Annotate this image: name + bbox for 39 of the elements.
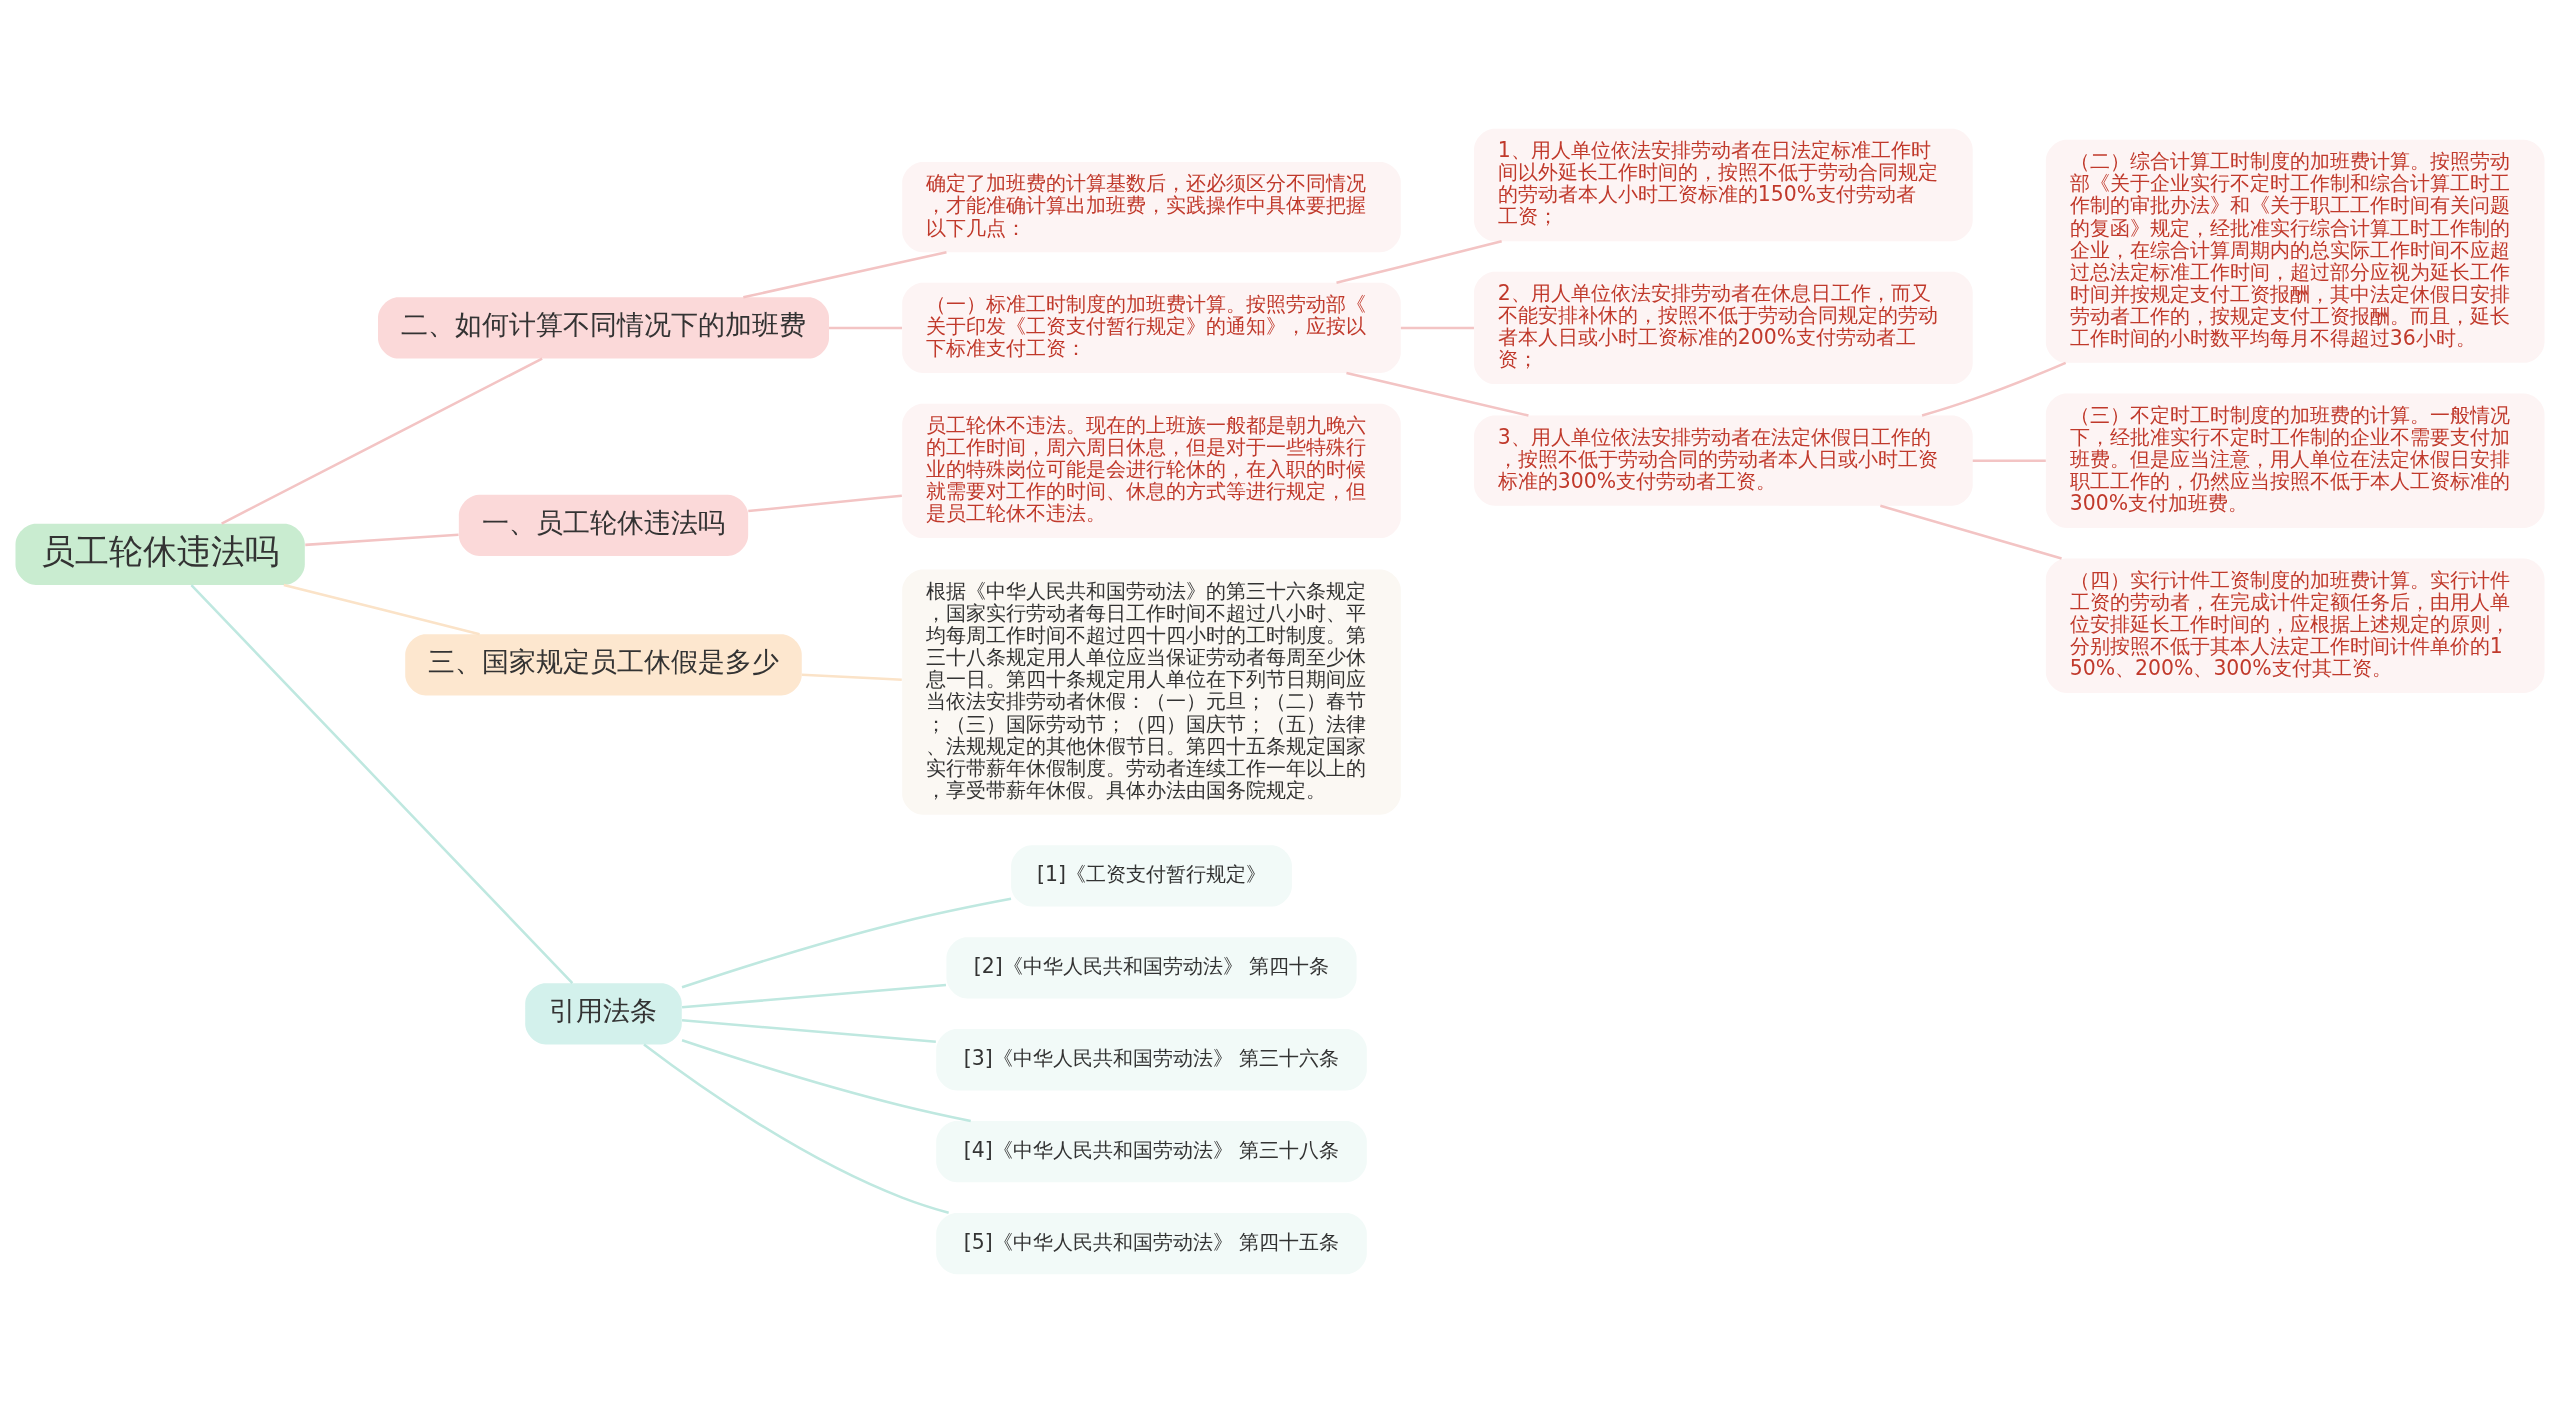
node-box: [2]《中华人民共和国劳动法》 第四十条 — [946, 936, 1357, 998]
connector — [1880, 504, 2062, 560]
connector — [1972, 458, 2046, 462]
connector — [1336, 239, 1502, 284]
node-box: 2、用人单位依法安排劳动者在休息日工作，而又不能安排补休的，按照不低于劳动合同规定的劳动者本人日或小时工资标准的200%支付劳动者工资； — [1474, 271, 1973, 384]
connector — [190, 583, 574, 984]
node-box: 1、用人单位依法安排劳动者在日法定标准工作时间以外延长工作时间的，按照不低于劳动合同规定的劳动者本人小时工资标准的150%支付劳动者工资； — [1474, 128, 1973, 241]
connector — [743, 250, 947, 299]
connector — [305, 533, 459, 546]
node-box: 二、如何计算不同情况下的加班费 — [378, 296, 829, 359]
node-box: （二）综合计算工时制度的加班费计算。按照劳动部《关于企业实行不定时工作制和综合计算工时工作制的审批办法》和《关于职工工作时间有关问题的复函》规定，经批准实行综合计算工时工作制的企业，在综合计算周期内的总实际工作时间不应超过总法定标准工作时间，超过部分应视为延长工作时间并按规定支付工资报酬，其中法定休假日安排劳动者工作的，按规定支付工资报酬。而且，延长工作时间的小时数平均每月不得超过36小时。 — [2045, 139, 2545, 363]
connector — [1346, 371, 1529, 417]
node-box: 三、国家规定员工休假是多少 — [405, 633, 802, 696]
node-box: 员工轮休违法吗 — [15, 523, 305, 585]
connector — [681, 983, 947, 1009]
connector — [1400, 326, 1474, 329]
node-box: 确定了加班费的计算基数后，还必须区分不同情况，才能准确计算出加班费，实践操作中具体要把握以下几点： — [902, 161, 1401, 252]
node-box: （三）不定时工时制度的加班费的计算。一般情况下，经批准实行不定时工作制的企业不需要支付加班费。但是应当注意，用人单位在法定休假日安排职工工作的，仍然应当按照不低于本人工资标准的300%支付加班费。 — [2045, 392, 2545, 528]
node-box: 一、员工轮休违法吗 — [458, 494, 749, 556]
connector — [1921, 361, 2067, 417]
node-box: [5]《中华人民共和国劳动法》 第四十五条 — [936, 1212, 1367, 1274]
node-box: 员工轮休不违法。现在的上班族一般都是朝九晚六的工作时间，周六周日休息，但是对于一些特殊行业的特殊岗位可能是会进行轮休的，在入职的时候就需要对工作的时间、休息的方式等进行规定，但是员工轮休不违法。 — [902, 403, 1401, 538]
node-box: 引用法条 — [525, 982, 682, 1044]
connector — [748, 493, 902, 512]
node-box: （一）标准工时制度的加班费计算。按照劳动部《关于印发《工资支付暂行规定》的通知》，应按以下标准支付工资： — [902, 282, 1401, 373]
node-box: [3]《中华人民共和国劳动法》 第三十六条 — [936, 1028, 1367, 1090]
connector — [283, 583, 480, 635]
connector — [643, 1042, 949, 1214]
node-box: 3、用人单位依法安排劳动者在法定休假日工作的，按照不低于劳动合同的劳动者本人日或小时工资标准的300%支付劳动者工资。 — [1474, 415, 1973, 506]
connector — [801, 672, 902, 681]
connector — [681, 897, 1012, 989]
connector — [681, 1038, 971, 1122]
node-box: （四）实行计件工资制度的加班费计算。实行计件工资的劳动者，在完成计件定额任务后，由用人单位安排延长工作时间的，应根据上述规定的原则，分别按照不低于其本人法定工作时间计件单价的150%、200%、300%支付其工资。 — [2045, 558, 2545, 693]
node-box: 根据《中华人民共和国劳动法》的第三十六条规定，国家实行劳动者每日工作时间不超过八小时、平均每周工作时间不超过四十四小时的工时制度。第三十八条规定用人单位应当保证劳动者每周至少休息一日。第四十条规定用人单位在下列节日期间应当依法安排劳动者休假：（一）元旦；（二）春节；（三）国际劳动节；（四）国庆节；（五）法律、法规规定的其他休假节日。第四十五条规定国家实行带薪年休假制度。劳动者连续工作一年以上的，享受带薪年休假。具体办法由国务院规定。 — [902, 569, 1401, 815]
connector — [829, 326, 902, 329]
node-box: [4]《中华人民共和国劳动法》 第三十八条 — [936, 1120, 1367, 1182]
connector — [221, 357, 543, 525]
node-box: [1]《工资支付暂行规定》 — [1011, 844, 1292, 907]
connector — [681, 1018, 936, 1043]
